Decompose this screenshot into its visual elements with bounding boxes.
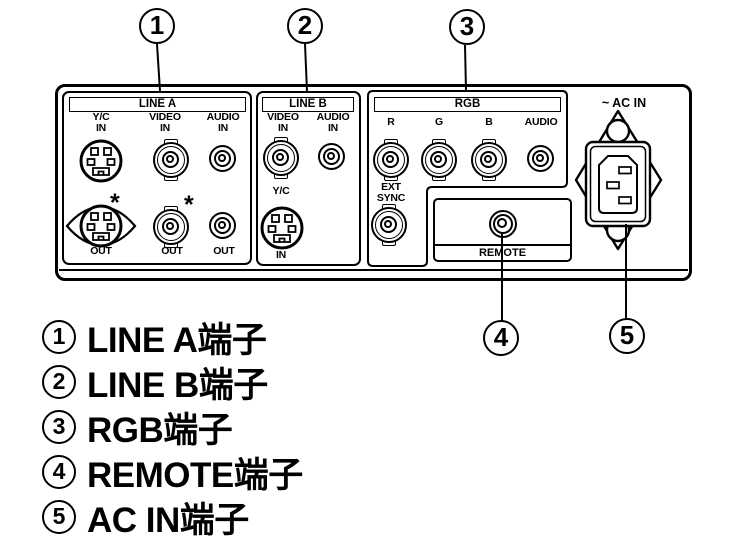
- legend-num-1: 1: [42, 320, 76, 354]
- line-b-yc-label: Y/C: [272, 185, 290, 197]
- bnc-video-in-jack: [153, 139, 189, 181]
- legend: 1 LINE A端子 2 LINE B端子 3 RGB端子 4 REMOTE端子…: [42, 318, 303, 543]
- panel-bottom-lip: [59, 269, 688, 271]
- legend-item-2: 2 LINE B端子: [42, 363, 303, 405]
- line-a-yc-out-label: OUT: [90, 245, 112, 257]
- rca-audio-out-jack: [209, 212, 236, 239]
- line-b-bnc-video-in-jack: [263, 137, 299, 179]
- legend-label-5: AC IN端子: [87, 500, 249, 540]
- callout-3: 3: [449, 9, 485, 45]
- callout-5: 5: [609, 318, 645, 354]
- line-b-rca-audio-in-jack: [318, 143, 345, 170]
- ac-inlet: [574, 109, 663, 251]
- rgb-r-label: R: [387, 116, 395, 128]
- legend-num-5: 5: [42, 500, 76, 534]
- legend-label-1: LINE A端子: [87, 320, 267, 360]
- legend-label-3: RGB端子: [87, 410, 233, 450]
- legend-item-3: 3 RGB端子: [42, 408, 303, 450]
- rgb-header: RGB: [374, 97, 561, 112]
- bnc-video-out-jack: [153, 206, 189, 248]
- legend-item-5: 5 AC IN端子: [42, 498, 303, 540]
- svideo-yc-out-jack: [65, 204, 137, 248]
- leader-line-1: [156, 43, 161, 92]
- legend-item-1: 1 LINE A端子: [42, 318, 303, 360]
- line-a-video-out-label: OUT: [161, 245, 183, 257]
- bnc-b-jack: [471, 139, 507, 181]
- callout-4: 4: [483, 320, 519, 356]
- bnc-r-jack: [373, 139, 409, 181]
- legend-label-2: LINE B端子: [87, 365, 268, 405]
- leader-line-3: [464, 44, 467, 92]
- bnc-g-jack: [421, 139, 457, 181]
- legend-label-4: REMOTE端子: [87, 455, 303, 495]
- footnote-asterisk-yc-out: *: [110, 189, 120, 217]
- footnote-asterisk-video-out: *: [184, 191, 194, 219]
- legend-num-3: 3: [42, 410, 76, 444]
- rgb-g-label: G: [435, 116, 443, 128]
- line-b-svideo-yc-jack: [260, 206, 304, 250]
- line-b-header: LINE B: [262, 97, 354, 112]
- bnc-ext-sync-jack: [371, 204, 407, 246]
- rca-rgb-audio-jack: [527, 145, 554, 172]
- rca-audio-in-jack: [209, 145, 236, 172]
- svideo-yc-in-jack: [79, 139, 123, 183]
- legend-num-2: 2: [42, 365, 76, 399]
- rgb-audio-label: AUDIO: [524, 116, 558, 128]
- callout-2: 2: [287, 8, 323, 44]
- line-a-audio-out-label: OUT: [213, 245, 235, 257]
- rgb-b-label: B: [485, 116, 493, 128]
- line-a-header: LINE A: [69, 97, 246, 112]
- callout-1: 1: [139, 8, 175, 44]
- line-b-in-label: IN: [275, 249, 287, 261]
- leader-line-2: [304, 43, 308, 92]
- legend-num-4: 4: [42, 455, 76, 489]
- ac-in-label: ~ AC IN: [601, 96, 647, 110]
- legend-item-4: 4 REMOTE端子: [42, 453, 303, 495]
- rgb-section: [367, 90, 568, 267]
